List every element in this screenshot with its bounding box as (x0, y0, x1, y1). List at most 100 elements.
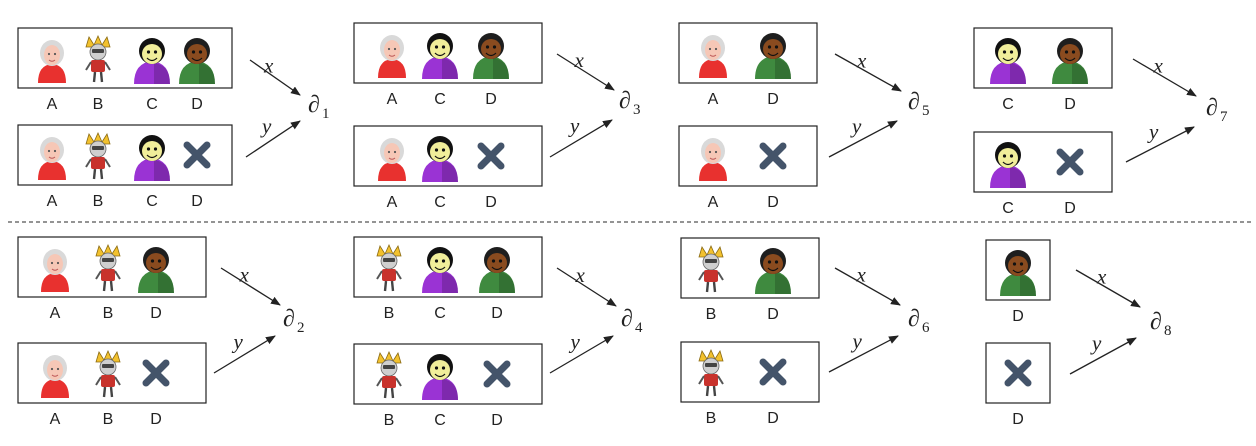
y-arrow (828, 335, 899, 373)
purple-person-icon (134, 38, 170, 84)
person-label: D (150, 411, 162, 428)
robot-figure-icon (85, 132, 111, 180)
person-label: A (47, 193, 58, 210)
partial-subscript: 8 (1164, 323, 1172, 339)
elderly-woman-icon (41, 249, 69, 292)
person-label: D (150, 305, 162, 322)
cross-icon (759, 358, 787, 386)
y-arrow (549, 119, 613, 158)
set-box-bottom: A B C D (17, 124, 233, 210)
cross-icon (483, 360, 511, 388)
robot-figure-icon (698, 245, 724, 293)
person-label: B (93, 193, 104, 210)
x-arrow (220, 267, 281, 306)
cross-icon (142, 359, 170, 387)
y-edge-label: y (1090, 331, 1102, 355)
x-arrow (249, 59, 301, 96)
partial-subscript: 2 (297, 320, 305, 336)
x-arrow (1075, 269, 1141, 308)
set-frame (680, 237, 820, 299)
y-arrow (1125, 126, 1195, 163)
x-arrow (556, 53, 615, 91)
partial-symbol: ∂ (283, 306, 295, 332)
person-label: C (434, 305, 446, 322)
partial-subscript: 4 (635, 320, 643, 336)
x-edge-label: x (575, 263, 586, 287)
y-edge-label: y (569, 330, 581, 354)
partial-subscript: 5 (922, 103, 930, 119)
person-label: D (767, 91, 779, 108)
y-edge-label: y (260, 114, 272, 138)
partial-subscript: 3 (633, 102, 641, 118)
cross-icon (183, 141, 211, 169)
person-label: B (706, 306, 717, 323)
y-arrow (828, 120, 898, 158)
person-label: C (434, 91, 446, 108)
x-edge-label: x (574, 48, 585, 72)
partial-symbol: ∂ (1206, 95, 1218, 121)
y-arrow (213, 335, 276, 374)
green-person-icon (755, 248, 791, 294)
set-box-top: D (985, 239, 1051, 325)
elderly-woman-icon (378, 138, 406, 181)
elderly-woman-icon (699, 35, 727, 78)
partial-symbol: ∂ (908, 306, 920, 332)
purple-person-icon (990, 142, 1026, 188)
partial-subscript: 1 (322, 106, 330, 122)
person-label: A (708, 91, 719, 108)
x-arrow (556, 267, 617, 307)
partial-symbol: ∂ (908, 89, 920, 115)
person-label: C (434, 194, 446, 211)
person-label: B (384, 412, 395, 429)
person-label: D (191, 193, 203, 210)
person-label: D (1012, 411, 1024, 428)
cross-icon (759, 142, 787, 170)
person-label: A (387, 194, 398, 211)
person-label: B (93, 96, 104, 113)
x-edge-label: x (856, 263, 867, 287)
person-label: A (47, 96, 58, 113)
x-edge-label: x (263, 54, 274, 78)
x-arrow (1132, 58, 1197, 97)
partial-symbol: ∂ (308, 92, 320, 118)
green-person-icon (473, 33, 509, 79)
x-arrow (834, 53, 902, 92)
y-arrow (549, 335, 614, 374)
person-label: C (146, 193, 158, 210)
set-frame (680, 341, 820, 403)
cross-icon (1004, 359, 1032, 387)
y-edge-label: y (232, 330, 244, 354)
robot-figure-icon (95, 244, 121, 292)
robot-figure-icon (95, 350, 121, 398)
person-label: D (485, 91, 497, 108)
cross-icon (477, 142, 505, 170)
robot-figure-icon (376, 244, 402, 292)
y-edge-label: y (850, 114, 862, 138)
person-label: C (434, 412, 446, 429)
x-edge-label: x (856, 49, 867, 73)
person-label: A (50, 305, 61, 322)
person-label: C (1002, 96, 1014, 113)
purple-person-icon (422, 33, 458, 79)
purple-person-icon (134, 135, 170, 181)
purple-person-icon (990, 38, 1026, 84)
green-person-icon (138, 247, 174, 293)
elderly-woman-icon (378, 35, 406, 78)
partial-symbol: ∂ (621, 306, 633, 332)
green-person-icon (179, 38, 215, 84)
